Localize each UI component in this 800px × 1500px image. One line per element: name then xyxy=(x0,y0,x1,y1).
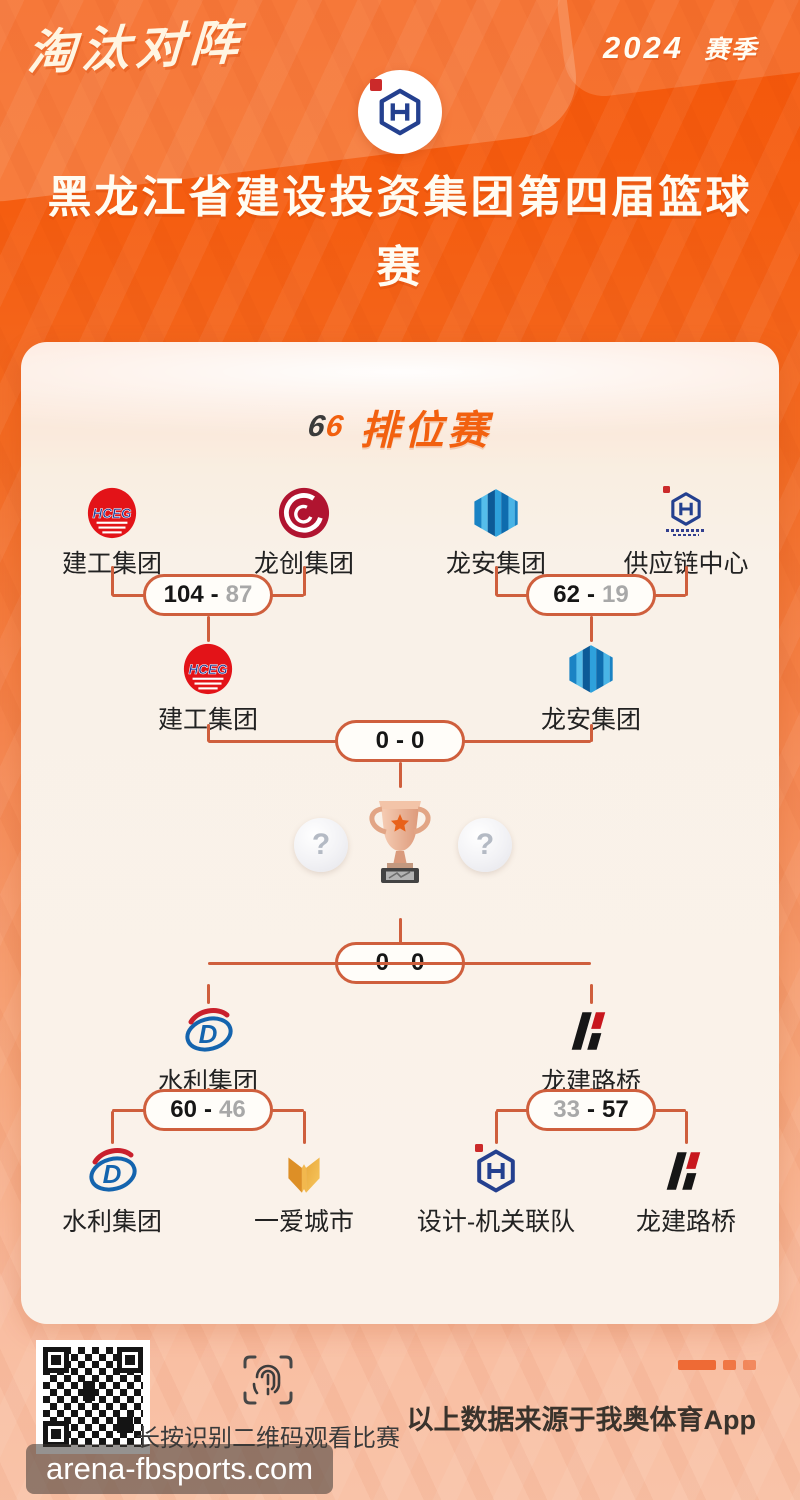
score-pill-qf-bottom-right: 33-57 xyxy=(526,1089,656,1131)
open-quote-icon: 66 xyxy=(306,410,347,443)
bracket-connector xyxy=(110,566,114,596)
score-pill-qf-top-right: 62-19 xyxy=(526,574,656,616)
bracket-connector xyxy=(208,962,591,965)
team-name: 一爱城市 xyxy=(253,1208,354,1236)
section-header: 66 排位赛 99 xyxy=(0,398,800,456)
team-longan-sf: 龙安集团 xyxy=(496,642,686,736)
team-longjian-sf: 龙建路桥 xyxy=(496,1004,686,1098)
team-sheji-qf: 设计-机关联队 xyxy=(401,1144,591,1238)
question-mark: ? xyxy=(311,828,331,861)
team-yiai-qf: 一爱城市 xyxy=(209,1144,399,1238)
bracket-connector xyxy=(206,724,210,742)
section-title: 排位赛 xyxy=(359,409,492,453)
question-mark: ? xyxy=(475,828,495,861)
score-pill-final-top: 0-0 xyxy=(335,720,465,762)
elimination-badge: 淘汰对阵 xyxy=(25,16,246,81)
data-source-note: 以上数据来源于我奥体育App xyxy=(406,1405,756,1435)
red-seal-icon xyxy=(475,1144,483,1152)
hceg-logo-icon xyxy=(85,486,139,540)
bracket-connector xyxy=(494,1111,498,1144)
season-year: 2024 xyxy=(603,30,684,65)
longjian-logo-icon xyxy=(659,1144,713,1198)
team-name: 水利集团 xyxy=(61,1208,162,1236)
bracket-connector xyxy=(589,724,593,742)
team-shuili-qf: 水利集团 xyxy=(17,1144,207,1238)
watermark: arena-fbsports.com xyxy=(26,1444,334,1494)
bracket-connector xyxy=(494,566,498,596)
bracket-connector xyxy=(206,616,210,642)
event-title-line1: 黑龙江省建设投资集团第四届篮球 xyxy=(47,173,753,222)
score-pill-qf-bottom-left: 60-46 xyxy=(143,1089,273,1131)
supplychain-logo-icon xyxy=(659,486,713,540)
sheji-logo-icon xyxy=(469,1144,523,1198)
score-pill-qf-top-left: 104-87 xyxy=(143,574,273,616)
event-title: 黑龙江省建设投资集团第四届篮球 赛 xyxy=(0,176,800,290)
hexagon-monogram-icon xyxy=(375,87,425,137)
qr-code[interactable] xyxy=(36,1340,150,1454)
longjian-logo-icon xyxy=(564,1004,618,1058)
bracket-connector xyxy=(206,984,210,1004)
longan-logo-icon xyxy=(564,642,618,696)
bracket-connector xyxy=(110,1111,114,1144)
team-shuili-sf: 水利集团 xyxy=(113,1004,303,1098)
bracket-connector xyxy=(302,1111,306,1144)
shuili-logo-icon xyxy=(181,1004,235,1058)
team-name: 设计-机关联队 xyxy=(416,1208,576,1236)
placeholder-right: ? xyxy=(458,818,512,872)
team-name: 龙建路桥 xyxy=(635,1208,736,1236)
shuili-logo-icon xyxy=(85,1144,139,1198)
bracket-connector xyxy=(302,566,306,596)
bracket-connector xyxy=(589,616,593,642)
season-word: 赛季 xyxy=(703,36,758,64)
red-seal-icon xyxy=(663,486,670,493)
hceg-logo-icon xyxy=(181,642,235,696)
team-jiangong-sf: 建工集团 xyxy=(113,642,303,736)
bracket-connector xyxy=(398,762,402,788)
event-title-line2: 赛 xyxy=(376,243,424,292)
dash-decoration xyxy=(678,1360,756,1370)
event-logo xyxy=(358,70,442,154)
longchuang-logo-icon xyxy=(277,486,331,540)
trophy-icon xyxy=(352,792,448,893)
season-label: 2024 赛季 xyxy=(603,30,758,66)
qr-pattern xyxy=(43,1347,143,1447)
red-seal-icon xyxy=(370,79,382,91)
bracket-connector xyxy=(398,918,402,944)
team-longjian-qf: 龙建路桥 xyxy=(591,1144,781,1238)
bracket-connector xyxy=(684,566,688,596)
bracket-connector xyxy=(589,984,593,1004)
fingerprint-scan-icon xyxy=(240,1352,296,1413)
longan-logo-icon xyxy=(469,486,523,540)
placeholder-left: ? xyxy=(294,818,348,872)
bracket-connector xyxy=(684,1111,688,1144)
yiai-logo-icon xyxy=(277,1144,331,1198)
